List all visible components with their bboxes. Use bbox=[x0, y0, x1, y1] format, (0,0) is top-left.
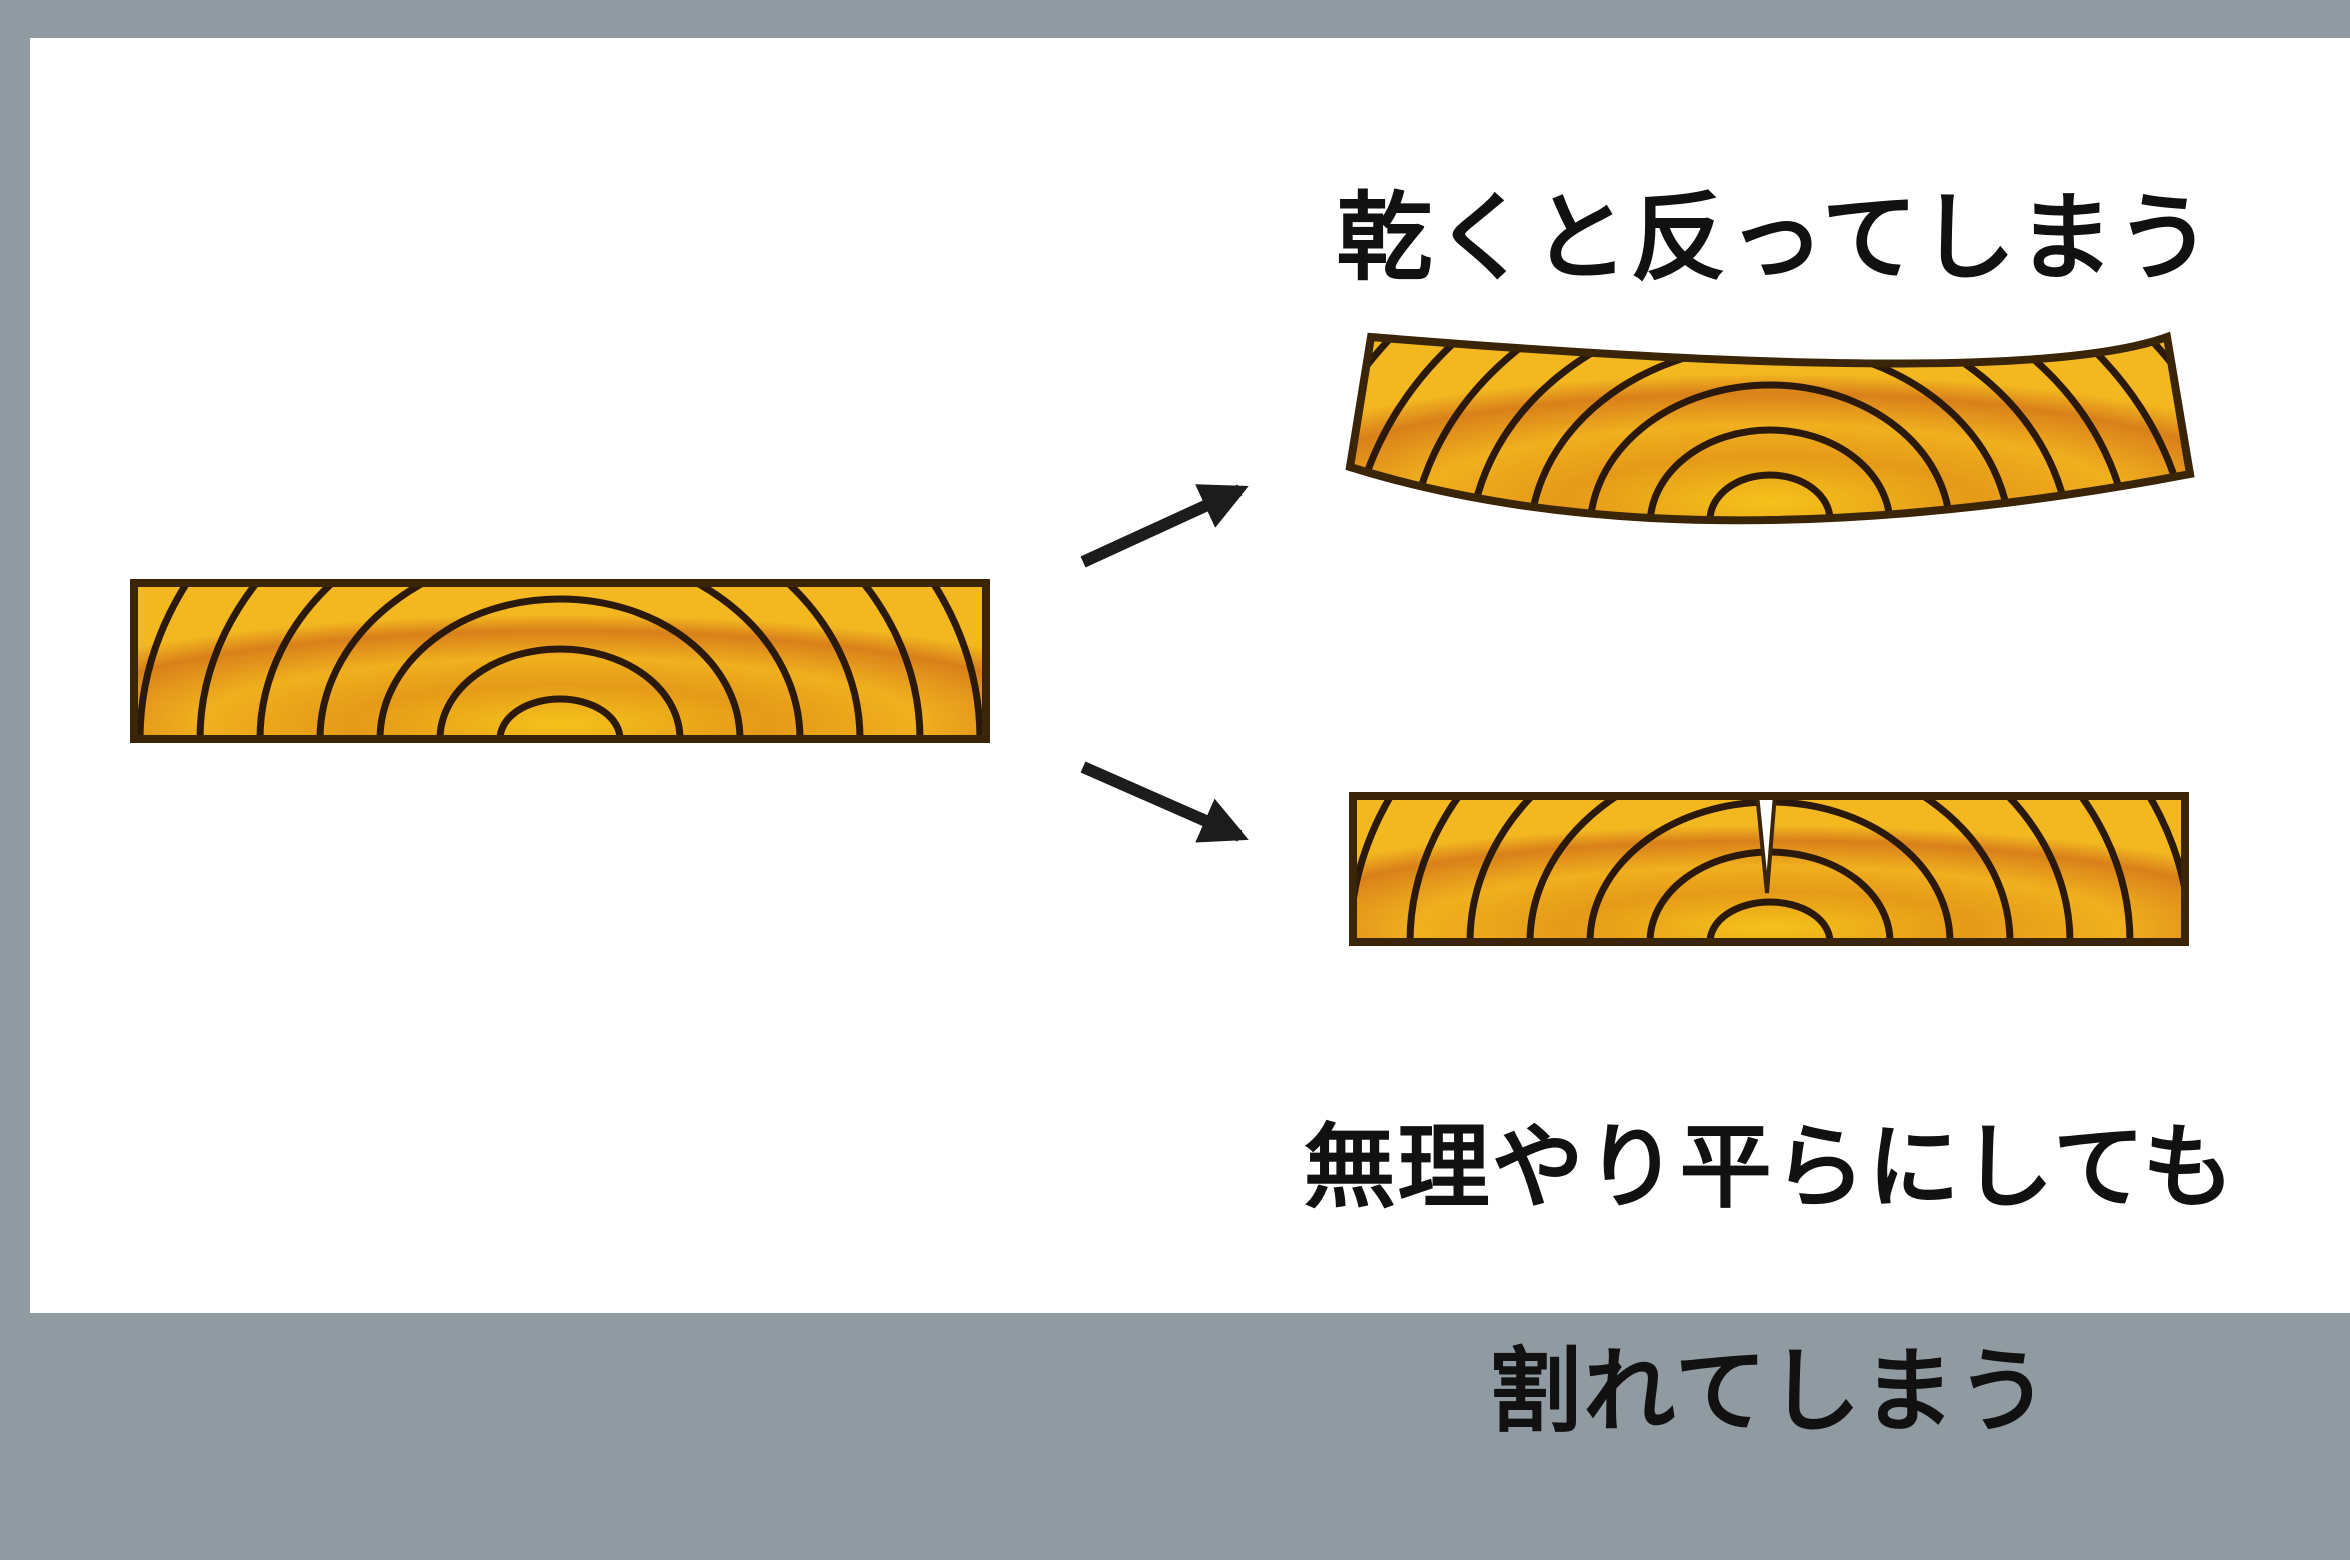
arrow-down-right bbox=[1080, 761, 1249, 843]
arrow-up-right bbox=[1080, 484, 1249, 568]
cracked-caption-line1: 無理やり平らにしても bbox=[1303, 1114, 2237, 1221]
wood-diagram bbox=[130, 331, 2195, 946]
warped-caption: 乾くと反ってしまう bbox=[1336, 182, 2214, 294]
flat-board bbox=[130, 579, 990, 743]
cracked-caption: 無理やり平らにしても 割れてしまう bbox=[1240, 1000, 2300, 1560]
cracked-caption-line2: 割れてしまう bbox=[1489, 1338, 2051, 1445]
warped-board bbox=[1345, 331, 2195, 525]
cracked-board bbox=[1349, 792, 2189, 946]
